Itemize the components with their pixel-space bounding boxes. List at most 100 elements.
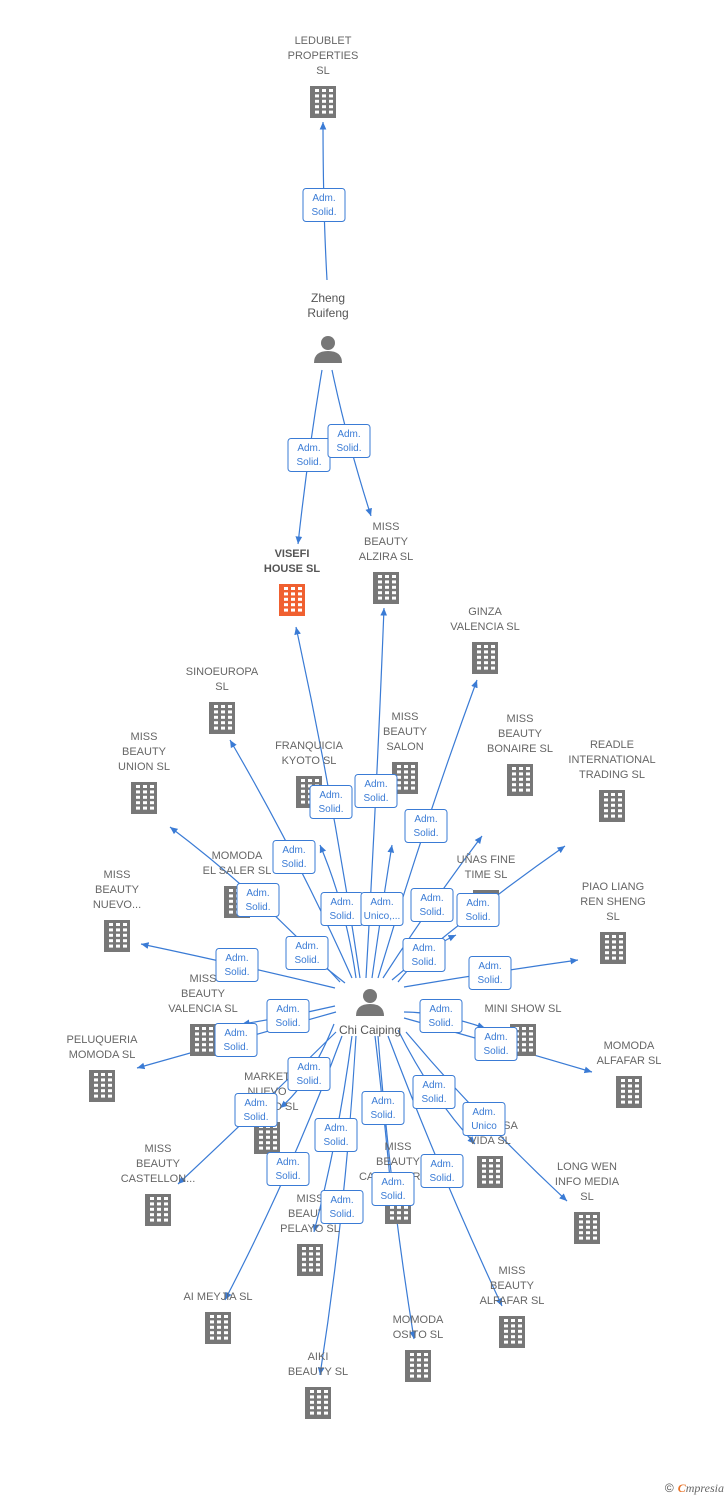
edge-label-line: Adm. xyxy=(422,1080,445,1091)
edge-label-line: Adm. xyxy=(371,1096,394,1107)
company-node-castellon[interactable]: MISSBEAUTYCASTELLON... xyxy=(121,1143,196,1226)
edge-label-line: Solid. xyxy=(363,793,388,804)
edge-label-line: Adm. xyxy=(324,1123,347,1134)
edge-label-line: Adm. xyxy=(370,897,393,908)
company-name-line: SALON xyxy=(386,741,423,753)
edge-label[interactable]: Adm.Solid. xyxy=(468,956,512,990)
edge-label[interactable]: Adm.Unico,... xyxy=(360,892,404,926)
edge-label-box xyxy=(234,1093,278,1127)
edge-label[interactable]: Adm.Solid. xyxy=(320,1190,364,1224)
company-name-line: LEDUBLET xyxy=(295,35,352,47)
edge-label[interactable]: Adm.Unico xyxy=(462,1102,506,1136)
edge-label[interactable]: Adm.Solid. xyxy=(402,938,446,972)
edge-label[interactable]: Adm. Solid. xyxy=(314,1118,358,1152)
edge-label[interactable]: Adm.Solid. xyxy=(302,188,346,222)
edge-label-line: Adm. xyxy=(295,941,318,952)
edge-label-line: Adm. xyxy=(478,961,501,972)
company-name-line: BEAUTY SL xyxy=(288,1366,348,1378)
person-icon xyxy=(356,989,384,1016)
edge-label-line: Adm. xyxy=(246,888,269,899)
edge-label[interactable]: Adm.Solid. xyxy=(327,424,371,458)
edge-label-line: Solid. xyxy=(429,1173,454,1184)
edge-label[interactable]: Adm.Solid. xyxy=(287,438,331,472)
edge-label[interactable]: Adm.Solid. xyxy=(285,936,329,970)
edge-label[interactable]: Adm.Solid. xyxy=(234,1093,278,1127)
company-name-line: BEAUTY xyxy=(376,1156,421,1168)
edge-label-box xyxy=(402,938,446,972)
edge-label-line: Adm. xyxy=(429,1004,452,1015)
company-name-line: MISS xyxy=(499,1265,526,1277)
edge-label-line: Solid. xyxy=(380,1191,405,1202)
edge-label[interactable]: Adm.Solid. xyxy=(266,999,310,1033)
edge-label[interactable]: Adm.Solid. xyxy=(236,883,280,917)
company-name-line: MISS xyxy=(145,1143,172,1155)
company-name-line: BEAUTY xyxy=(498,728,543,740)
building-icon xyxy=(310,86,336,118)
person-node-chi[interactable]: Chi Caiping xyxy=(339,989,401,1037)
edge-label-box xyxy=(309,785,353,819)
edge-label[interactable]: Adm.Solid. xyxy=(266,1152,310,1186)
edge-label[interactable]: Adm.Solid. xyxy=(410,888,454,922)
edge-label[interactable]: Adm.Solid. xyxy=(474,1027,518,1061)
edge-label-line: Solid. xyxy=(281,859,306,870)
company-node-nuevo[interactable]: MISSBEAUTYNUEVO... xyxy=(93,869,141,952)
edge-label[interactable]: Adm.Solid. xyxy=(404,809,448,843)
edge-label[interactable]: Adm.Solid. xyxy=(287,1057,331,1091)
edge-label-box xyxy=(456,893,500,927)
edge-label-box xyxy=(468,956,512,990)
edge-label-line: Solid. xyxy=(419,907,444,918)
company-name-line: SINOEUROPA xyxy=(186,666,259,678)
edge-label-line: Adm. xyxy=(337,429,360,440)
building-icon xyxy=(297,1244,323,1276)
company-name-line: MOMODA xyxy=(212,850,263,862)
edge-label-line: Solid. xyxy=(323,1137,348,1148)
building-icon xyxy=(104,920,130,952)
edge-label[interactable]: Adm.Solid. xyxy=(419,999,463,1033)
edge-label[interactable]: Adm. Solid. xyxy=(412,1075,456,1109)
company-name-line: VALENCIA SL xyxy=(450,621,520,633)
building-icon xyxy=(89,1070,115,1102)
edge-label[interactable]: Adm.Solid. xyxy=(320,892,364,926)
edge-label-box xyxy=(214,1023,258,1057)
edge-label[interactable]: Adm.Solid. xyxy=(456,893,500,927)
copyright-symbol: © xyxy=(664,1481,674,1495)
edge-label[interactable]: Adm.Solid. xyxy=(215,948,259,982)
edge-label[interactable]: Adm.Solid. xyxy=(354,774,398,808)
edge-label-box xyxy=(302,188,346,222)
edge-label[interactable]: Adm. Solid. xyxy=(420,1154,464,1188)
edge-label[interactable]: Adm.Solid. xyxy=(272,840,316,874)
company-name-line: BONAIRE SL xyxy=(487,743,553,755)
company-name-line: BEAUTY xyxy=(383,726,428,738)
edge-label-line: Solid. xyxy=(275,1171,300,1182)
edge-label[interactable]: Adm.Solid. xyxy=(214,1023,258,1057)
company-node-meyjia[interactable]: AI MEYJIA SL xyxy=(183,1291,253,1344)
edge-label-box xyxy=(287,1057,331,1091)
building-icon xyxy=(616,1076,642,1108)
building-icon xyxy=(209,702,235,734)
edge-label-line: Solid. xyxy=(421,1094,446,1105)
building-icon xyxy=(279,584,305,616)
edge-label-box xyxy=(361,1091,405,1125)
edge-label-line: Adm. xyxy=(430,1159,453,1170)
edge-label[interactable]: Adm.Solid. xyxy=(371,1172,415,1206)
edge-label[interactable]: Adm.Solid. xyxy=(361,1091,405,1125)
edge-label[interactable]: Adm.Solid. xyxy=(309,785,353,819)
